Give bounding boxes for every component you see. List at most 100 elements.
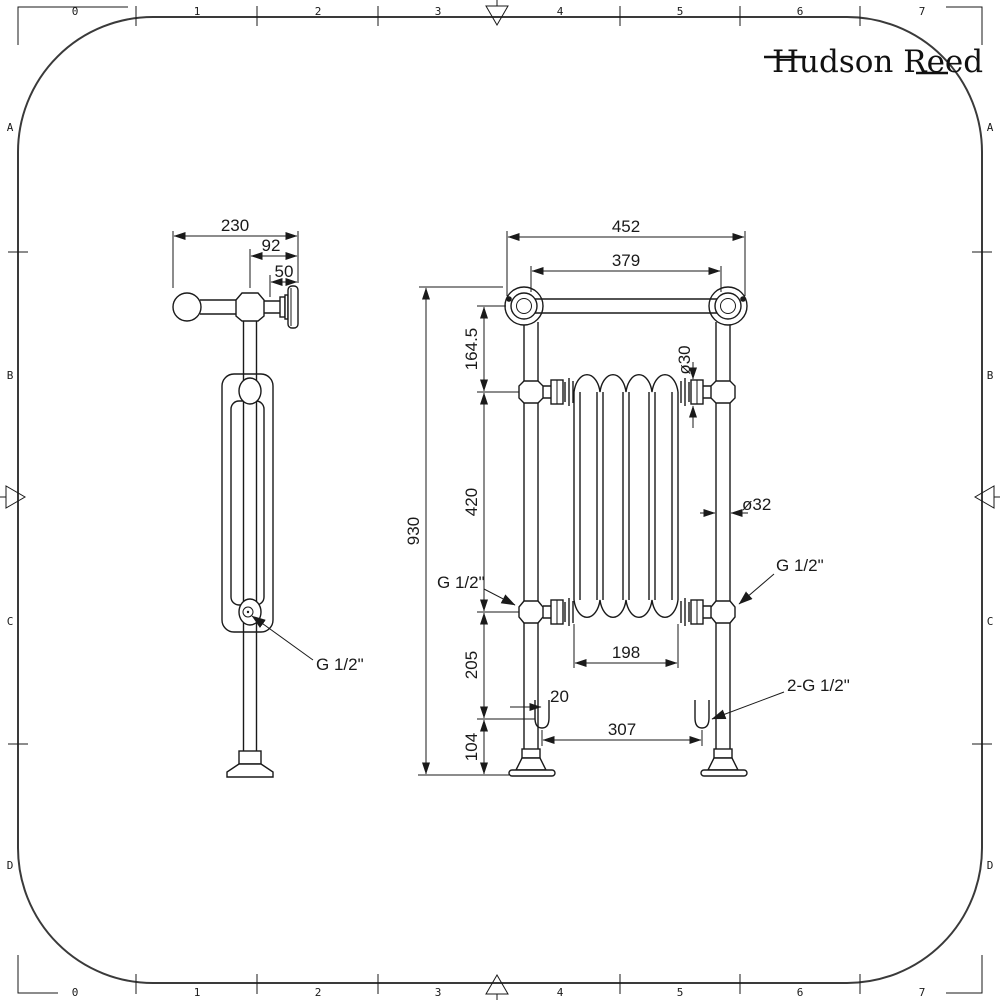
side-ball-end xyxy=(172,292,202,322)
foot-left-cone xyxy=(514,757,548,771)
dim-50: 50 xyxy=(270,262,298,286)
dim-label: ø32 xyxy=(742,495,771,514)
dim-452: 452 xyxy=(507,217,745,241)
corner-mark-top-right xyxy=(946,6,983,45)
union-nuts xyxy=(550,379,704,625)
fitting-bottom-right xyxy=(710,600,736,624)
dim-label: 205 xyxy=(462,651,481,679)
dim-label: 452 xyxy=(612,217,640,236)
inlet-callout: 2-G 1/2" xyxy=(711,676,850,720)
center-arrow-top-icon xyxy=(485,0,509,26)
side-bottom-joint xyxy=(238,598,262,626)
ruler-label: C xyxy=(7,615,14,628)
side-tapping-center xyxy=(246,610,250,614)
side-foot-base xyxy=(226,763,274,778)
ruler-label: 0 xyxy=(72,5,79,18)
side-view-dimensions: 230 92 50 G 1/2" xyxy=(172,216,364,674)
ruler-letters-left: A B C D xyxy=(7,121,14,872)
fitting-top-right xyxy=(710,380,736,404)
side-view: 230 92 50 G 1/2" xyxy=(172,216,364,778)
ruler-label: 2 xyxy=(315,986,322,999)
ruler-label: C xyxy=(987,615,994,628)
dim-205: 205 xyxy=(462,612,488,719)
dim-92: 92 xyxy=(250,236,298,260)
side-radiator-outline xyxy=(221,373,274,633)
core-columns xyxy=(573,392,679,600)
side-bracket-collar xyxy=(279,296,286,318)
side-rail-tube-left xyxy=(200,299,236,315)
tapping-callout-left: G 1/2" xyxy=(437,573,516,606)
foot-right-neck xyxy=(713,748,733,759)
dim-307: 307 xyxy=(542,720,702,744)
front-view-dimensions: 452 379 930 164.5 420 xyxy=(404,217,850,776)
dim-label: 930 xyxy=(404,517,423,545)
ruler-label: B xyxy=(987,369,994,382)
foot-right-base xyxy=(700,769,748,777)
side-top-joint xyxy=(238,377,262,405)
extension-lines xyxy=(418,231,746,776)
ruler-ticks-top xyxy=(135,6,861,26)
side-foot-neck xyxy=(238,750,262,765)
dim-label: 230 xyxy=(221,216,249,235)
dim-label: 307 xyxy=(608,720,636,739)
corner-mark-bottom-left xyxy=(17,955,58,994)
side-tapping-hole xyxy=(242,606,254,618)
front-view: 452 379 930 164.5 420 xyxy=(404,217,850,777)
dim-label: 420 xyxy=(462,488,481,516)
ruler-label: D xyxy=(7,859,14,872)
ruler-ticks-sides xyxy=(8,251,992,745)
side-tee-junction xyxy=(235,292,265,322)
scroll-right-inner xyxy=(720,298,736,314)
ruler-label: 7 xyxy=(919,5,926,18)
center-arrow-bottom-icon xyxy=(485,974,509,1000)
front-top-rail xyxy=(530,298,722,314)
dim-label: 198 xyxy=(612,643,640,662)
inlet-right xyxy=(694,700,710,729)
fitting-bottom-tubes xyxy=(543,605,711,619)
scroll-right-mid xyxy=(714,292,742,320)
side-wall-flange xyxy=(287,285,299,329)
dim-198: 198 xyxy=(574,643,678,667)
ruler-label: 4 xyxy=(557,5,564,18)
brand-name: Hudson Reed xyxy=(772,44,983,80)
tapping-callout-right: G 1/2" xyxy=(738,556,824,605)
ruler-label: A xyxy=(7,121,14,134)
dim-dia-32: ø32 xyxy=(700,495,771,517)
corner-mark-top-left xyxy=(17,6,128,45)
brand-logo: Hudson Reed xyxy=(764,44,983,80)
ruler-letters-right: A B C D xyxy=(987,121,994,872)
dim-label: 50 xyxy=(275,262,294,281)
dim-label: 164.5 xyxy=(462,328,481,371)
ruler-label: 7 xyxy=(919,986,926,999)
dim-label: ø30 xyxy=(675,345,694,374)
tapping-label: G 1/2" xyxy=(776,556,824,575)
fitting-top-left xyxy=(518,380,544,404)
ruler-numbers-bottom: 0 1 2 3 4 5 6 7 xyxy=(72,986,926,999)
tapping-label: G 1/2" xyxy=(437,573,485,592)
ruler-label: B xyxy=(7,369,14,382)
ruler-label: 2 xyxy=(315,5,322,18)
core-top-humps xyxy=(573,373,679,393)
dim-label: 104 xyxy=(462,733,481,761)
front-feet xyxy=(508,748,748,777)
extension-lines xyxy=(172,231,299,297)
dim-379: 379 xyxy=(531,251,721,275)
dim-label: 20 xyxy=(550,687,569,706)
dim-230: 230 xyxy=(173,216,298,240)
ruler-numbers-top: 0 1 2 3 4 5 6 7 xyxy=(72,5,926,18)
fitting-bottom-left xyxy=(518,600,544,624)
ruler-label: 6 xyxy=(797,986,804,999)
dim-20: 20 xyxy=(510,687,569,711)
scroll-left-inner xyxy=(516,298,532,314)
foot-left-base xyxy=(508,769,556,777)
dim-420: 420 xyxy=(462,392,488,612)
inlet-pipes xyxy=(534,700,710,729)
ruler-label: 3 xyxy=(435,5,442,18)
inlet-left xyxy=(534,700,550,729)
foot-left-neck xyxy=(521,748,541,759)
radiator-core xyxy=(573,373,679,619)
